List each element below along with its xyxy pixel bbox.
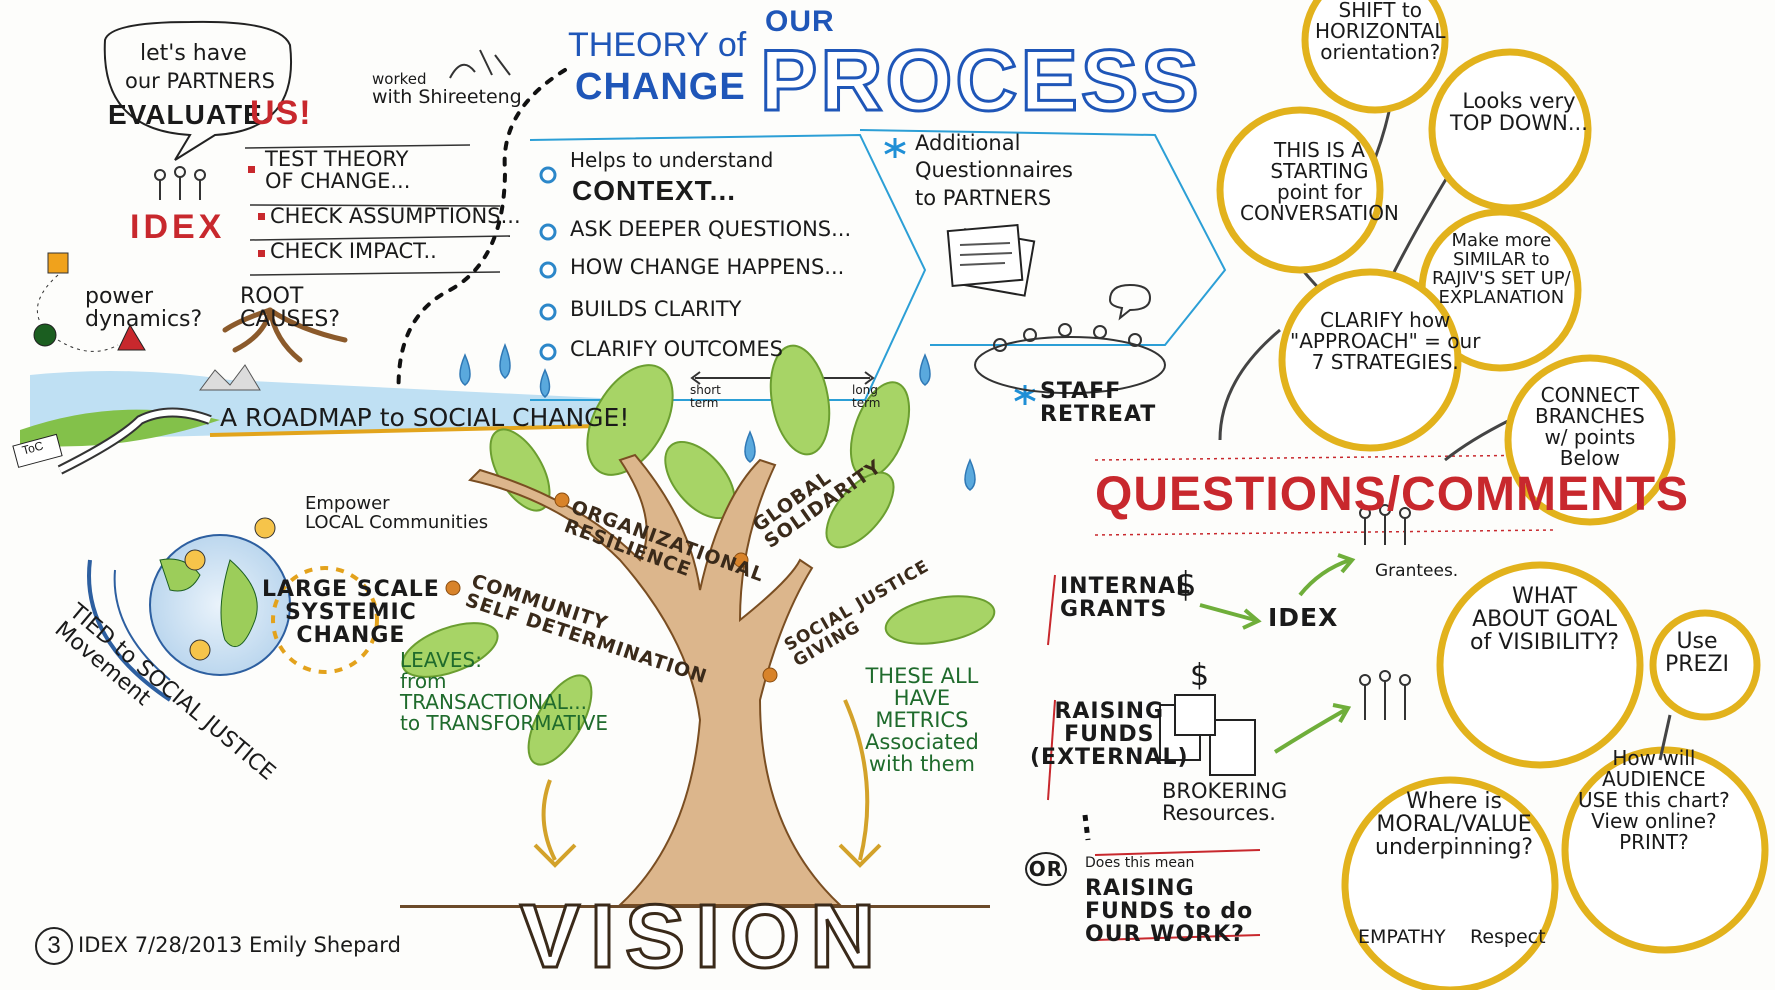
leaves-label: LEAVES: from TRANSACTIONAL... to TRANSFO… [400, 648, 609, 735]
power-dynamics-diagram [33, 252, 146, 352]
metrics-label: THESE ALL HAVE METRICS Associated with t… [865, 664, 979, 777]
bubble-us: US! [250, 94, 312, 132]
process-arrow [529, 133, 927, 401]
dollar-sign: $ [1175, 565, 1197, 605]
bubble-audience: How will AUDIENCE USE this chart? View o… [1578, 746, 1730, 854]
tree-trunk [468, 453, 843, 906]
additional-questionnaires: Additional Questionnaires to PARTNERS [915, 131, 1073, 210]
bubble-line-1: let's have [140, 41, 247, 66]
vision-arrows [533, 699, 882, 868]
bubble-starting-point: THIS IS A STARTING point for CONVERSATIO… [1240, 138, 1399, 225]
speech-bubble-shape [103, 20, 292, 161]
vision-title: VISION [518, 887, 886, 987]
grantees-label: Grantees. [1375, 561, 1459, 581]
short-term-label: short term [690, 383, 721, 410]
brokering-resources: BROKERING Resources. [1162, 779, 1288, 826]
bubble-top-down: Looks very TOP DOWN... [1450, 89, 1588, 136]
questions-title: QUESTIONS/COMMENTS [1095, 468, 1690, 521]
or-circle: OR [1025, 852, 1067, 886]
theory-of-label: THEORY of [568, 26, 747, 64]
globe-icon [87, 517, 379, 702]
questions-decor [1047, 454, 1556, 941]
large-scale-label: LARGE SCALE SYSTEMIC CHANGE [262, 577, 440, 649]
worked-label: worked [372, 70, 427, 88]
water-drops [459, 342, 976, 491]
idex-logo: IDEX [130, 208, 226, 246]
bubble-line-3: EVALUATE [108, 99, 263, 130]
change-label: CHANGE [575, 66, 746, 108]
root-causes-label: ROOT CAUSES? [240, 284, 341, 333]
roots-drawing [222, 307, 348, 363]
our-label: OUR [765, 5, 835, 38]
worked-with-label: with Shireeteng [372, 86, 522, 108]
branch-fruit [445, 492, 778, 683]
documents-icon [946, 223, 1036, 297]
tree-leaves [401, 344, 996, 766]
process-arrow-2 [859, 129, 1227, 346]
process-item-2: ASK DEEPER QUESTIONS... [570, 217, 852, 241]
does-this-mean: Does this mean [1085, 855, 1195, 871]
empower-label: Empower LOCAL Communities [305, 493, 489, 533]
bubble-shift-horizontal: SHIFT to HORIZONTAL orientation? [1315, 0, 1446, 64]
process-item-1-line2: CONTEXT... [572, 175, 737, 206]
process-bullets [539, 166, 557, 361]
grantees-people-icon [1359, 504, 1411, 720]
bubble-respect: Respect [1470, 926, 1546, 948]
dollar-sign-2: $ [1190, 658, 1210, 693]
idex-label: IDEX [1268, 603, 1339, 632]
bubble-line-2: our PARTNERS [125, 69, 275, 93]
bullet-test-theory: TEST THEORY OF CHANGE... [265, 147, 411, 194]
bubble-empathy: EMPATHY [1358, 926, 1446, 948]
bullet-markers [248, 166, 265, 257]
long-term-label: long term [852, 383, 881, 410]
roadmap-landscape [12, 364, 641, 475]
people-icon [154, 166, 206, 200]
asterisk-icon [884, 138, 1036, 405]
process-item-3: HOW CHANGE HAPPENS... [570, 255, 845, 279]
bubble-moral-value: Where is MORAL/VALUE underpinning? [1375, 789, 1534, 861]
bubble-clarify-approach: CLARIFY how "APPROACH" = our 7 STRATEGIE… [1290, 308, 1481, 374]
brokering-docs-icon [1159, 694, 1256, 776]
bullet-check-impact: CHECK IMPACT.. [270, 239, 437, 263]
bubble-visibility: WHAT ABOUT GOAL of VISIBILITY? [1470, 584, 1620, 656]
bubble-rings [1216, 0, 1769, 990]
raising-funds-our-work: RAISING FUNDS to do OUR WORK? [1085, 876, 1254, 948]
process-item-5: CLARIFY OUTCOMES [570, 337, 783, 361]
staff-retreat: STAFF RETREAT [1040, 379, 1157, 428]
process-item-1-line1: Helps to understand [570, 148, 774, 172]
process-item-4: BUILDS CLARITY [570, 297, 742, 321]
green-arrows [1199, 553, 1356, 754]
collaborators-icon [449, 49, 511, 79]
ground [400, 905, 990, 908]
bubble-prezi: Use PREZI [1665, 629, 1730, 678]
power-dynamics-label: power dynamics? [85, 284, 203, 333]
bubble-connect-branches: CONNECT BRANCHES w/ points Below [1535, 383, 1645, 470]
roadmap-label: A ROADMAP to SOCIAL CHANGE! [220, 403, 630, 432]
raising-funds-external: RAISING FUNDS (EXTERNAL) [1030, 699, 1189, 771]
staff-retreat-icon [974, 283, 1166, 394]
process-title: PROCESS [759, 33, 1202, 129]
page-number: 3 [35, 927, 73, 965]
dotted-path [396, 68, 567, 412]
credit-text: IDEX 7/28/2013 Emily Shepard [78, 933, 401, 957]
bubble-similar-rajiv: Make more SIMILAR to RAJIV'S SET UP/ EXP… [1432, 230, 1571, 308]
internal-grants: INTERNAL GRANTS [1060, 574, 1192, 623]
bullet-check-assumptions: CHECK ASSUMPTIONS... [270, 204, 521, 228]
